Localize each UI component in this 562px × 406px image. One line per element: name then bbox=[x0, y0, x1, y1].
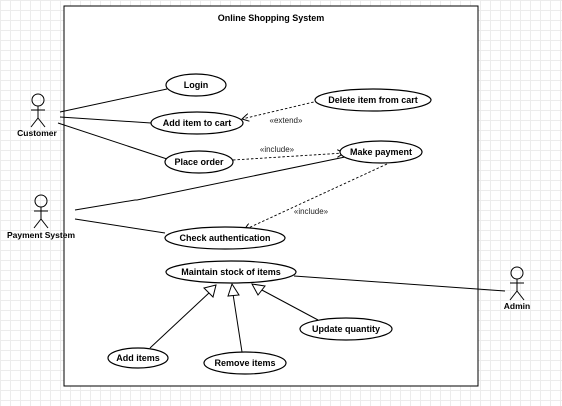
use-case-check-authentication[interactable]: Check authentication bbox=[164, 226, 286, 250]
dependencies bbox=[232, 100, 388, 230]
system-title: Online Shopping System bbox=[218, 13, 325, 23]
use-case-add-items-label: Add items bbox=[116, 353, 160, 363]
use-case-update-quantity[interactable]: Update quantity bbox=[299, 317, 393, 341]
actor-payment-system-label: Payment System bbox=[7, 230, 75, 240]
use-case-delete-item-from-cart[interactable]: Delete item from cart bbox=[314, 88, 432, 112]
actor-payment-system[interactable]: Payment System bbox=[7, 194, 75, 240]
generalization-remove-items bbox=[232, 293, 243, 353]
use-case-maintain-stock[interactable]: Maintain stock of items bbox=[165, 260, 297, 284]
use-case-remove-items-label: Remove items bbox=[214, 358, 275, 368]
generalization-update-quantity bbox=[259, 288, 319, 321]
system-boundary bbox=[63, 5, 479, 387]
association-admin-maintain-stock bbox=[293, 275, 506, 292]
generalization-head-update-quantity bbox=[251, 283, 266, 296]
association-payment-make-payment bbox=[74, 156, 346, 211]
use-case-add-item-to-cart[interactable]: Add item to cart bbox=[150, 111, 244, 135]
association-customer-login bbox=[59, 88, 168, 113]
include-arrow-check-auth bbox=[244, 163, 388, 230]
associations bbox=[57, 88, 506, 292]
use-case-add-items[interactable]: Add items bbox=[107, 347, 169, 369]
actor-admin-label: Admin bbox=[504, 301, 530, 311]
extend-label: «extend» bbox=[270, 116, 303, 125]
include-arrow-make-payment bbox=[232, 153, 344, 161]
use-case-login[interactable]: Login bbox=[165, 73, 227, 97]
association-payment-check-auth bbox=[74, 218, 166, 234]
use-case-maintain-stock-label: Maintain stock of items bbox=[181, 267, 281, 277]
generalization-head-remove-items bbox=[227, 282, 240, 297]
use-case-update-quantity-label: Update quantity bbox=[312, 324, 380, 334]
use-case-place-order[interactable]: Place order bbox=[164, 150, 234, 174]
use-case-place-order-label: Place order bbox=[174, 157, 224, 167]
generalization-head-add-items bbox=[203, 284, 217, 298]
actor-customer[interactable]: Customer bbox=[17, 93, 58, 138]
stick-figure-icon bbox=[30, 93, 46, 128]
actor-customer-label: Customer bbox=[17, 128, 57, 138]
stick-figure-icon bbox=[509, 266, 525, 301]
association-customer-add-item bbox=[59, 116, 152, 124]
use-case-add-item-to-cart-label: Add item to cart bbox=[163, 118, 232, 128]
actor-admin[interactable]: Admin bbox=[504, 266, 530, 311]
use-case-check-authentication-label: Check authentication bbox=[179, 233, 270, 243]
extend-arrow bbox=[242, 100, 319, 119]
use-case-login-label: Login bbox=[184, 80, 209, 90]
use-case-make-payment-label: Make payment bbox=[350, 147, 412, 157]
include-label-make-payment: «include» bbox=[260, 145, 295, 154]
generalization-add-items bbox=[149, 291, 211, 349]
association-customer-place-order bbox=[57, 122, 168, 160]
generalizations bbox=[149, 282, 319, 353]
use-case-make-payment[interactable]: Make payment bbox=[339, 140, 423, 164]
use-case-remove-items[interactable]: Remove items bbox=[203, 351, 287, 375]
include-label-check-auth: «include» bbox=[294, 207, 329, 216]
use-case-delete-item-label: Delete item from cart bbox=[328, 95, 418, 105]
stick-figure-icon bbox=[33, 194, 49, 229]
